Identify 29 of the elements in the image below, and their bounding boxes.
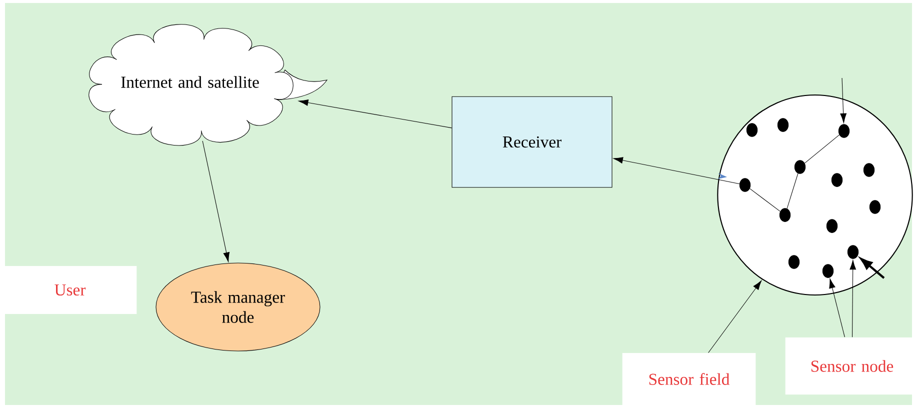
sensor-dot [831,173,843,187]
node-label: Sensor node [811,360,894,372]
sensor-dot [826,219,838,233]
sensor-dot [746,123,758,137]
leader-line [850,260,856,338]
sensor-dot [788,255,800,269]
arrow [298,100,452,128]
sensor-dot [869,200,881,214]
label-box: Sensor field [622,353,756,405]
sensor-dot [794,160,806,174]
sensor-dot [779,208,791,222]
leader-line [708,280,762,353]
sensor-field-circle [717,94,913,296]
arrow [840,78,847,124]
sensor-dot [863,163,875,177]
connector-line [786,173,798,209]
label-box: Sensor node [785,337,917,395]
sensor-dot [822,264,834,278]
receiver-box: Receiver [452,96,612,188]
label-box: User [3,266,137,314]
arrow [613,157,740,184]
node-label: User [54,284,86,296]
sensor-dot [777,118,789,132]
sensor-dot [739,178,751,192]
connector-line [750,188,780,212]
arrow [860,258,885,279]
node-label: Sensor field [649,373,730,385]
leader-line [829,278,845,338]
connector-line [804,134,840,164]
